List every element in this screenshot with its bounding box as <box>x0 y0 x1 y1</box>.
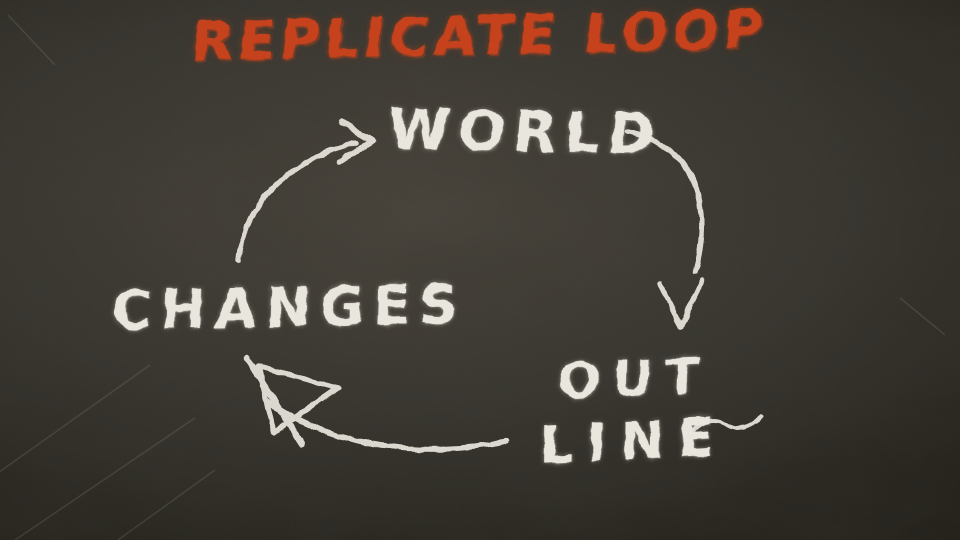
diagram-title: REPLICATE LOOP <box>188 0 772 74</box>
arrow-outline-to-changes <box>263 397 509 452</box>
node-out-line-line2: LINE <box>539 407 728 477</box>
node-out-line-line1: OUT <box>557 347 713 411</box>
arrow-changes-to-world <box>235 140 359 263</box>
board-scratches <box>0 14 946 540</box>
arrowhead-into-outline <box>657 277 706 330</box>
arrowhead-into-world <box>336 119 375 165</box>
node-changes: CHANGES <box>110 272 468 343</box>
arrowhead-cross-stroke <box>244 355 305 447</box>
node-world: WORLD <box>385 97 666 168</box>
arrowhead-into-changes <box>255 363 341 435</box>
